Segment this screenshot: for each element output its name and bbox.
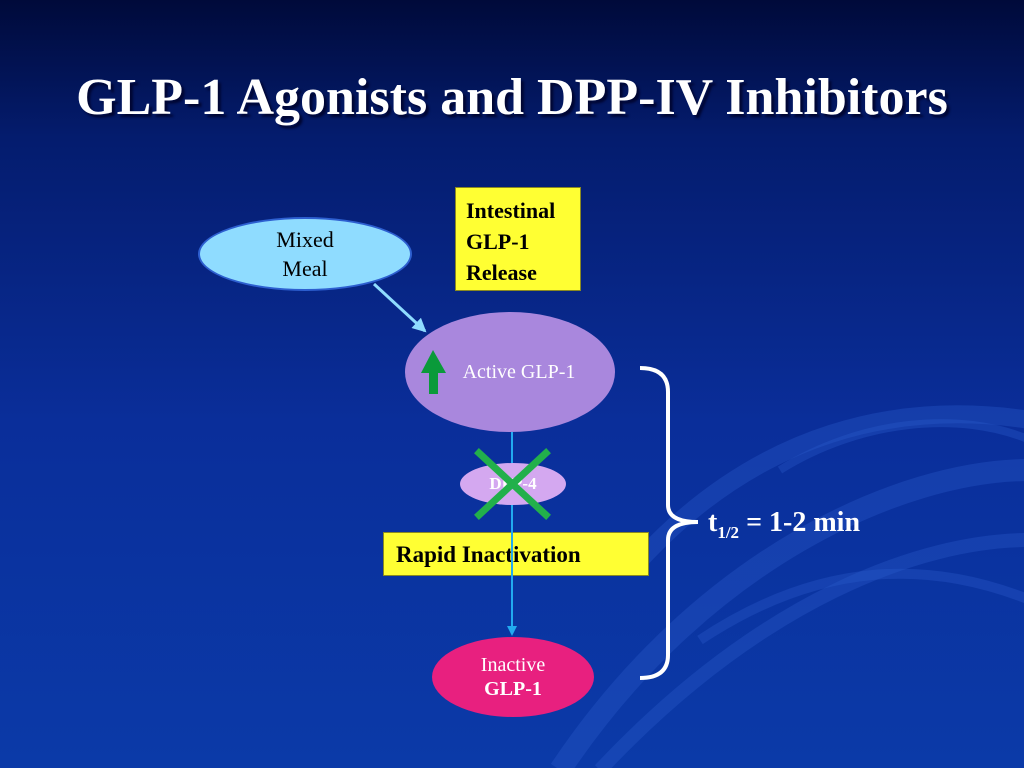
inactive-glp1-label-line2: GLP-1 bbox=[484, 678, 542, 700]
dpp4-node: DPP-4 bbox=[460, 463, 566, 505]
intestinal-label-line2: GLP-1 bbox=[466, 229, 530, 254]
half-life-value: = 1-2 min bbox=[739, 507, 861, 538]
page-title: GLP-1 Agonists and DPP-IV Inhibitors bbox=[76, 69, 948, 126]
mixed-meal-label-line1: Mixed bbox=[276, 227, 334, 252]
mixed-meal-label-line2: Meal bbox=[282, 256, 328, 281]
dpp4-label: DPP-4 bbox=[489, 474, 537, 493]
intestinal-label-line1: Intestinal bbox=[466, 198, 556, 223]
half-life-label: t1/2 = 1-2 min bbox=[708, 505, 860, 551]
half-life-subscript: 1/2 bbox=[717, 523, 740, 542]
active-glp1-label: Active GLP-1 bbox=[462, 360, 576, 383]
intestinal-label-line3: Release bbox=[466, 260, 537, 285]
inactive-glp1-label-line1: Inactive bbox=[480, 654, 546, 676]
half-life-t: t bbox=[708, 507, 718, 538]
inactive-glp1-node: Inactive GLP-1 bbox=[432, 637, 594, 717]
active-glp1-node: Active GLP-1 bbox=[405, 312, 615, 432]
rapid-inactivation-box: Rapid Inactivation bbox=[383, 532, 649, 576]
mixed-meal-node: Mixed Meal bbox=[198, 217, 412, 291]
rapid-inactivation-label: Rapid Inactivation bbox=[396, 542, 581, 567]
intestinal-glp1-release-box: Intestinal GLP-1 Release bbox=[455, 187, 581, 291]
